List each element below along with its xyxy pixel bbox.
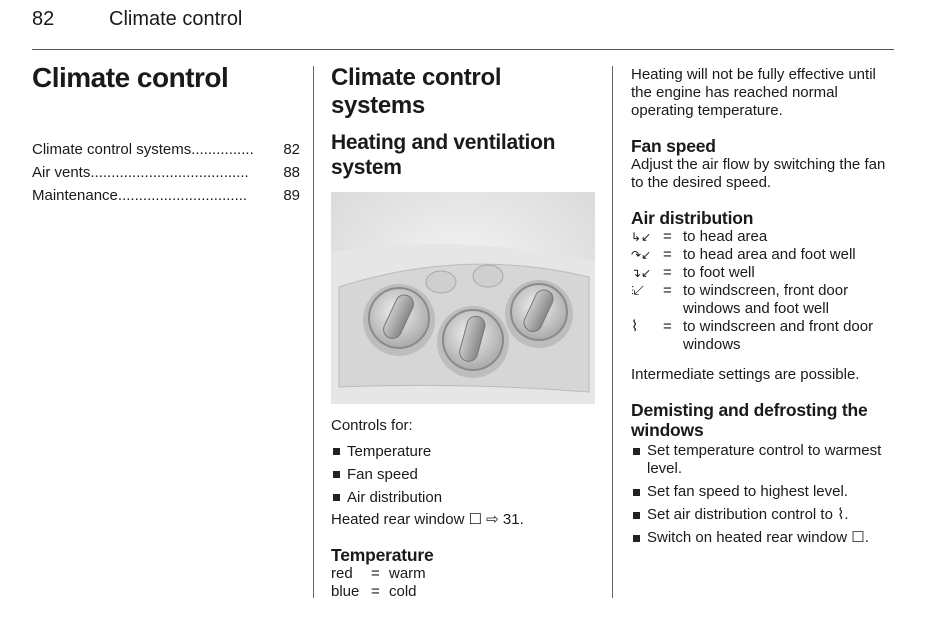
- toc-item[interactable]: Air vents ..............................…: [32, 161, 300, 184]
- temperature-row: blue = cold: [331, 583, 599, 601]
- equals-sign: =: [371, 565, 380, 582]
- bullet-icon: [633, 512, 640, 519]
- air-distribution-row: ⌇ = to windscreen and front door windows: [631, 318, 899, 354]
- chapter-title: Climate control: [32, 62, 229, 93]
- air-distribution-text: to windscreen and front door windows: [683, 318, 874, 353]
- toc-leader: ...............................: [117, 187, 248, 204]
- toc-leader: ......................................: [90, 164, 249, 181]
- right-column: Heating will not be fully effective unti…: [631, 66, 899, 552]
- air-distribution-text: to head area and foot well: [683, 246, 856, 263]
- list-item: Set temperature control to warmest level…: [631, 442, 899, 478]
- equals-sign: =: [663, 318, 672, 335]
- toc-label: Maintenance: [32, 187, 118, 204]
- list-item-text: Temperature: [347, 443, 432, 460]
- bullet-icon: [333, 470, 340, 478]
- temperature-meaning: cold: [389, 583, 417, 600]
- list-item: Set air distribution control to ⌇.: [631, 506, 899, 524]
- toc-page: 82: [283, 141, 300, 158]
- fan-speed-heading: Fan speed: [631, 136, 716, 156]
- controls-intro: Controls for:: [331, 417, 413, 434]
- bullet-icon: [333, 493, 340, 501]
- head-area-icon: ↳↙: [631, 230, 652, 244]
- temperature-color: red: [331, 565, 353, 582]
- toc-item[interactable]: Climate control systems ............... …: [32, 138, 300, 161]
- page-number: 82: [32, 8, 55, 30]
- list-item: Air distribution: [331, 486, 599, 509]
- bullet-icon: [633, 448, 640, 455]
- toc-item[interactable]: Maintenance ............................…: [32, 184, 300, 207]
- middle-column: Climate control systems Heating and vent…: [331, 64, 599, 601]
- air-distribution-row: ↴↙ = to foot well: [631, 264, 899, 282]
- heated-rear-window-reference: Heated rear window ☐ ⇨ 31.: [331, 511, 524, 528]
- left-column: Climate control Climate control systems …: [32, 62, 300, 207]
- equals-sign: =: [663, 246, 672, 263]
- climate-control-panel-illustration: [331, 192, 595, 404]
- controls-list: Temperature Fan speed Air distribution: [331, 440, 599, 509]
- equals-sign: =: [663, 264, 672, 281]
- equals-sign: =: [663, 228, 672, 245]
- list-item-text: Fan speed: [347, 466, 418, 483]
- equals-sign: =: [371, 583, 380, 600]
- toc-label: Climate control systems: [32, 141, 192, 158]
- column-divider-right: [612, 66, 613, 598]
- list-item: Switch on heated rear window ☐.: [631, 529, 899, 547]
- list-item-text: Air distribution: [347, 489, 443, 506]
- demisting-heading: Demisting and defrosting the windows: [631, 400, 868, 440]
- temperature-meaning: warm: [389, 565, 426, 582]
- air-distribution-heading: Air distribution: [631, 208, 754, 228]
- bullet-icon: [333, 447, 340, 455]
- air-distribution-row: ⫶↙ = to windscreen, front door windows a…: [631, 282, 899, 318]
- toc-page: 88: [283, 164, 300, 181]
- bullet-icon: [633, 535, 640, 542]
- equals-sign: =: [663, 282, 672, 299]
- list-item-text: Set fan speed to highest level.: [647, 483, 848, 500]
- foot-well-icon: ↴↙: [631, 266, 652, 280]
- toc-page: 89: [283, 187, 300, 204]
- heating-note: Heating will not be fully effective unti…: [631, 66, 876, 119]
- subsection-title: Heating and ventilation system: [331, 131, 556, 179]
- list-item-text: Switch on heated rear window ☐.: [647, 529, 869, 546]
- column-divider-left: [313, 66, 314, 598]
- temperature-color: blue: [331, 583, 360, 600]
- header-rule: [32, 49, 894, 50]
- air-distribution-text: to head area: [683, 228, 768, 245]
- section-title: Climate control systems: [331, 64, 502, 119]
- air-distribution-text: to foot well: [683, 264, 755, 281]
- header-section-title: Climate control: [109, 8, 243, 30]
- running-header: 82 Climate control: [32, 8, 242, 31]
- intermediate-note: Intermediate settings are possible.: [631, 366, 860, 383]
- list-item: Fan speed: [331, 463, 599, 486]
- bullet-icon: [633, 489, 640, 496]
- list-item-text: Set air distribution control to ⌇.: [647, 506, 849, 523]
- fan-speed-text: Adjust the air flow by switching the fan…: [631, 156, 886, 191]
- demisting-steps: Set temperature control to warmest level…: [631, 442, 899, 547]
- temperature-row: red = warm: [331, 565, 599, 583]
- head-and-foot-icon: ↷↙: [631, 248, 652, 262]
- table-of-contents: Climate control systems ............... …: [32, 138, 300, 207]
- temperature-heading: Temperature: [331, 545, 434, 565]
- toc-leader: ...............: [191, 141, 254, 158]
- windscreen-defrost-icon: ⌇: [631, 318, 639, 335]
- air-distribution-row: ↷↙ = to head area and foot well: [631, 246, 899, 264]
- list-item: Temperature: [331, 440, 599, 463]
- list-item-text: Set temperature control to warmest level…: [647, 442, 882, 477]
- toc-label: Air vents: [32, 164, 91, 181]
- air-distribution-row: ↳↙ = to head area: [631, 228, 899, 246]
- air-distribution-text: to windscreen, front door windows and fo…: [683, 282, 849, 317]
- air-distribution-list: ↳↙ = to head area ↷↙ = to head area and …: [631, 228, 899, 354]
- windscreen-and-foot-icon: ⫶↙: [631, 284, 644, 298]
- list-item: Set fan speed to highest level.: [631, 483, 899, 501]
